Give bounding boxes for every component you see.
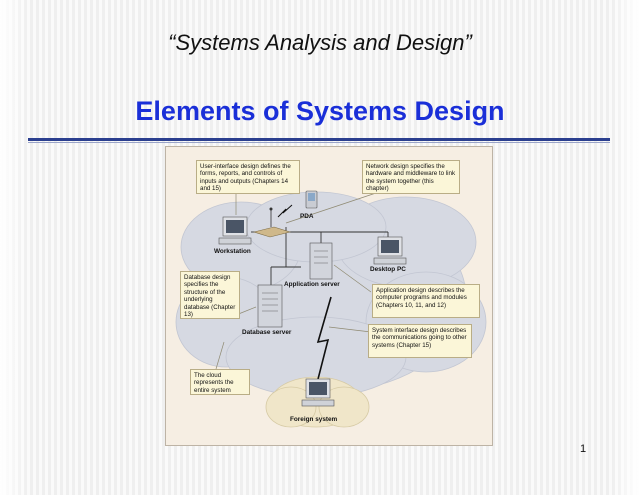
slide-title: Elements of Systems Design [135, 96, 505, 126]
wireless-signal-icon [277, 204, 293, 218]
foreign-system-label: Foreign system [290, 416, 338, 423]
desktop-pc-icon [373, 236, 407, 265]
title-divider [28, 138, 610, 141]
desktop-pc-label: Desktop PC [370, 266, 406, 273]
workstation-icon [218, 216, 252, 245]
callout-cloud: The cloud represents the entire system [190, 369, 250, 395]
callout-application-design: Application design describes the compute… [372, 284, 480, 318]
systems-design-diagram: User-interface design defines the forms,… [165, 146, 493, 446]
pda-icon [305, 190, 318, 209]
database-server-label: Database server [242, 329, 292, 336]
application-server-icon [309, 242, 333, 280]
slide-subtitle: “Systems Analysis and Design” [168, 30, 472, 55]
callout-database-design: Database design specifies the structure … [180, 271, 240, 319]
slide-edge-right [612, 0, 640, 495]
application-server-label: Application server [284, 281, 340, 288]
callout-network-design: Network design specifies the hardware an… [362, 160, 460, 194]
lightning-link-icon [315, 296, 332, 388]
page-number: 1 [580, 443, 587, 455]
foreign-system-icon [301, 378, 335, 407]
database-server-icon [257, 284, 283, 328]
router-icon [252, 207, 292, 238]
workstation-label: Workstation [214, 248, 251, 255]
pda-label: PDA [300, 213, 314, 220]
slide-edge-left [0, 0, 28, 495]
title-divider-thin [28, 142, 610, 143]
callout-user-interface-design: User-interface design defines the forms,… [196, 160, 300, 194]
callout-system-interface-design: System interface design describes the co… [368, 324, 472, 358]
